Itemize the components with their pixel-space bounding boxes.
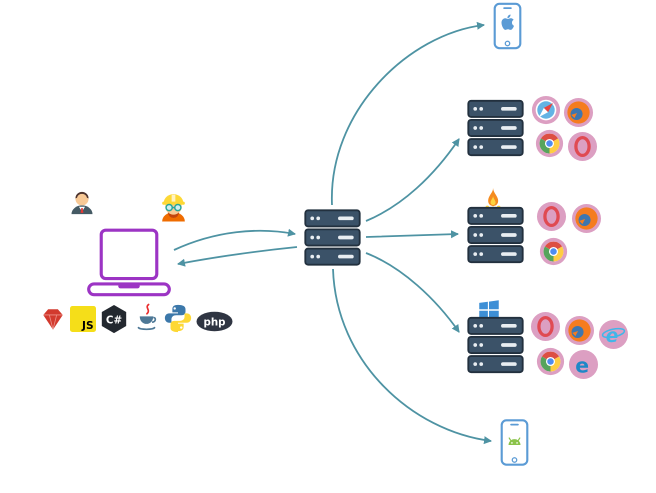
developer-avatar-icon [68, 186, 96, 216]
chrome-icon [536, 347, 565, 376]
chrome-icon [539, 237, 568, 266]
python-icon [163, 303, 193, 333]
chrome-icon [535, 129, 564, 158]
javascript-icon: JS [70, 306, 96, 332]
arrow-hub-to-flame-node [365, 230, 459, 239]
laptop-icon [86, 227, 172, 305]
arrow-hub-to-mac-node [365, 138, 460, 222]
arrow-hub-to-laptop [177, 246, 298, 267]
mac-node-server-icon [466, 98, 525, 158]
arrow-hub-to-iphone [331, 21, 485, 206]
edge-icon [568, 349, 599, 380]
php-icon: php [196, 311, 233, 332]
firefox-icon [563, 97, 594, 128]
svg-text:JS: JS [81, 320, 94, 332]
safari-icon [531, 95, 561, 125]
svg-text:C#: C# [106, 315, 122, 327]
android-phone-icon [500, 418, 529, 467]
csharp-icon: C# [99, 304, 129, 334]
ie-icon [598, 319, 629, 350]
svg-text:php: php [203, 317, 225, 329]
hub-server-icon [303, 208, 362, 267]
firefox-icon [564, 315, 595, 346]
opera-icon [530, 311, 561, 342]
ruby-icon [40, 306, 66, 332]
engineer-avatar-icon [157, 189, 190, 222]
firefox-icon [571, 203, 602, 234]
arrow-laptop-to-hub [173, 228, 296, 251]
opera-icon [567, 131, 598, 162]
opera-icon [536, 201, 567, 232]
linux-node-server-icon [466, 205, 525, 265]
java-icon [133, 302, 160, 334]
arrow-hub-to-windows-node [365, 252, 460, 333]
windows-node-server-icon [466, 315, 525, 375]
iphone-icon [493, 2, 522, 50]
